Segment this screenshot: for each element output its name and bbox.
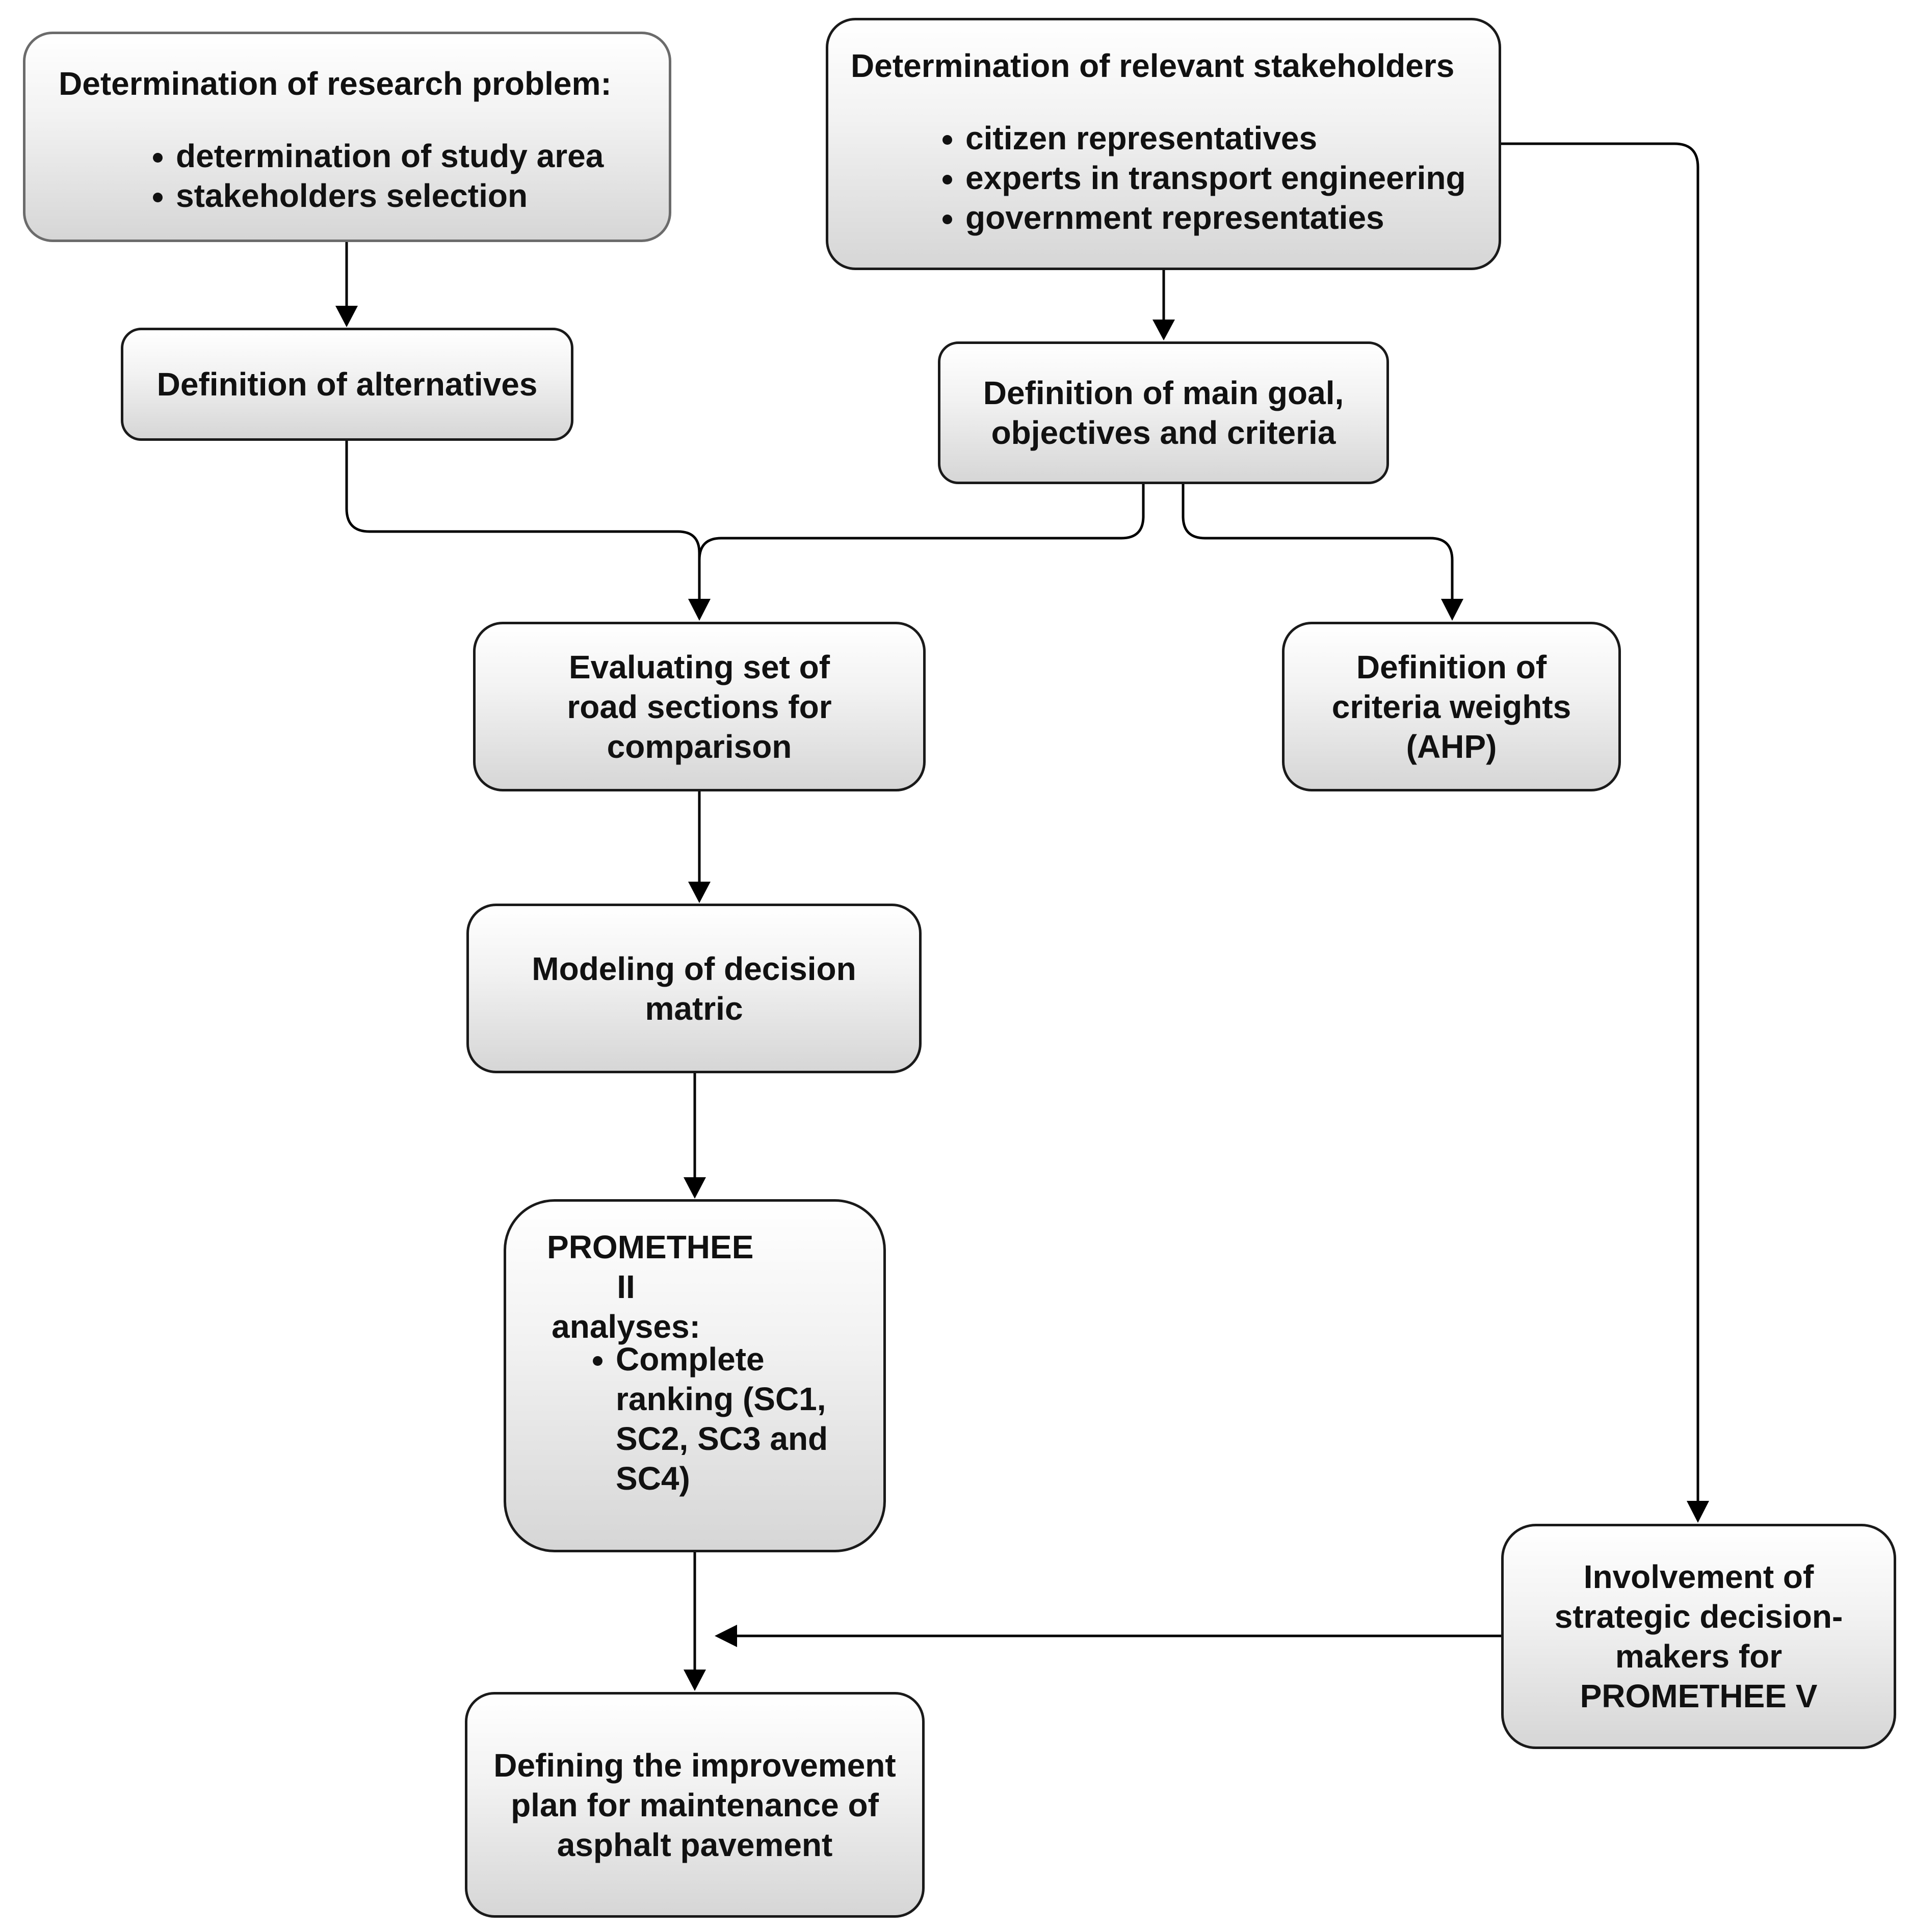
arrowhead-promethee [684,1177,706,1199]
list-item: Complete ranking (SC1, SC2, SC3 and SC4) [616,1339,828,1498]
arrowhead-evaluating [688,599,711,621]
node-involvement-line: PROMETHEE V [1580,1678,1818,1714]
arrowhead-alternatives [335,306,358,327]
arrowhead-goal [1152,320,1175,340]
node-stakeholders-title: Determination of relevant stakeholders [851,47,1455,84]
node-alternatives: Definition of alternatives [121,328,573,441]
node-evaluating-line: comparison [607,728,792,765]
node-weights-line: (AHP) [1406,728,1497,765]
arrow-goal-to-weights [1182,484,1454,600]
node-involvement-line: strategic decision- [1554,1598,1843,1635]
arrow-alternatives-to-evaluating [345,441,701,600]
list-item: stakeholders selection [176,176,612,216]
node-weights-line: Definition of [1356,648,1547,685]
arrowhead-involvement-line [715,1625,737,1647]
node-goal: Definition of main goal, objectives and … [938,341,1389,484]
arrow-goal-to-evaluating [698,484,1145,561]
list-item: citizen representatives [965,118,1466,158]
arrowhead-weights [1441,599,1463,621]
node-modeling-line: matric [645,990,743,1027]
node-stakeholders-list: citizen representatives experts in trans… [851,118,1466,237]
arrowhead-improvement [684,1670,706,1691]
node-goal-line: Definition of main goal, [983,375,1344,411]
node-evaluating-line: road sections for [567,688,832,725]
list-item: experts in transport engineering [965,158,1466,198]
node-research-problem: Determination of research problem: deter… [23,32,671,242]
node-research-problem-title: Determination of research problem: [59,65,612,102]
node-modeling: Modeling of decision matric [466,904,922,1073]
node-improvement-line: asphalt pavement [557,1826,833,1863]
node-evaluating: Evaluating set of road sections for comp… [473,622,926,791]
list-item: government representaties [965,198,1466,237]
node-weights: Definition of criteria weights (AHP) [1282,622,1621,791]
node-promethee-title-line: PROMETHEE II [547,1229,754,1305]
list-item-line: SC4) [616,1460,690,1497]
list-item-line: Complete [616,1341,765,1378]
list-item-line: SC2, SC3 and [616,1420,828,1457]
node-promethee-list: Complete ranking (SC1, SC2, SC3 and SC4) [506,1339,828,1498]
node-involvement-line: makers for [1615,1638,1783,1675]
list-item: determination of study area [176,136,612,176]
node-promethee: PROMETHEE II analyses: Complete ranking … [504,1199,886,1552]
node-involvement-line: Involvement of [1583,1558,1814,1595]
node-promethee-title-line: analyses: [552,1308,700,1345]
node-goal-line: objectives and criteria [991,414,1336,451]
list-item-line: ranking (SC1, [616,1381,826,1417]
arrow-stakeholders-to-involvement [1501,142,1699,1503]
node-involvement: Involvement of strategic decision- maker… [1501,1524,1896,1749]
node-weights-line: criteria weights [1331,688,1571,725]
arrowhead-involvement [1687,1501,1709,1523]
node-stakeholders: Determination of relevant stakeholders c… [826,18,1501,270]
node-modeling-line: Modeling of decision [532,950,856,987]
node-improvement-line: plan for maintenance of [511,1786,879,1823]
node-improvement-line: Defining the improvement [493,1746,896,1784]
node-alternatives-line: Definition of alternatives [156,366,538,403]
node-evaluating-line: Evaluating set of [568,648,830,685]
node-improvement: Defining the improvement plan for mainte… [465,1692,925,1918]
node-research-problem-list: determination of study area stakeholders… [59,136,612,216]
arrowhead-modeling [688,882,711,903]
